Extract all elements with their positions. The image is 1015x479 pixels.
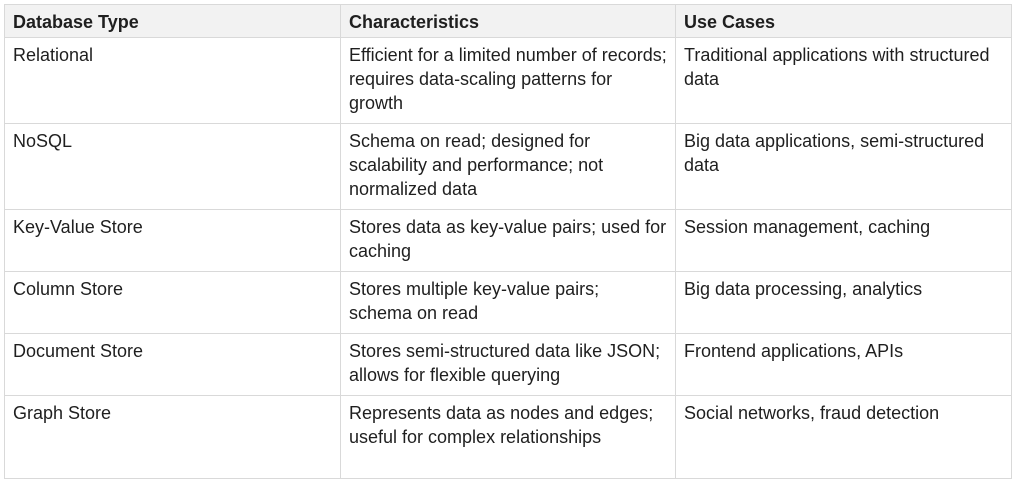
cell-use-cases: Social networks, fraud detection [675, 395, 1012, 479]
cell-characteristics: Stores semi-structured data like JSON; a… [340, 333, 676, 396]
cell-use-cases: Big data processing, analytics [675, 271, 1012, 334]
cell-database-type: Relational [4, 37, 341, 124]
table-row: NoSQL Schema on read; designed for scala… [4, 123, 1012, 210]
cell-characteristics: Efficient for a limited number of record… [340, 37, 676, 124]
cell-database-type: Key-Value Store [4, 209, 341, 272]
header-characteristics: Characteristics [340, 4, 676, 38]
database-types-table-container: Database Type Characteristics Use Cases … [4, 4, 1012, 479]
cell-use-cases: Traditional applications with structured… [675, 37, 1012, 124]
cell-characteristics: Schema on read; designed for scalability… [340, 123, 676, 210]
header-database-type: Database Type [4, 4, 341, 38]
table-header-row: Database Type Characteristics Use Cases [4, 4, 1012, 38]
cell-use-cases: Session management, caching [675, 209, 1012, 272]
cell-database-type: Document Store [4, 333, 341, 396]
database-types-table: Database Type Characteristics Use Cases … [4, 4, 1012, 479]
header-use-cases: Use Cases [675, 4, 1012, 38]
table-row: Relational Efficient for a limited numbe… [4, 37, 1012, 124]
table-row: Document Store Stores semi-structured da… [4, 333, 1012, 396]
table-row: Graph Store Represents data as nodes and… [4, 395, 1012, 479]
cell-use-cases: Frontend applications, APIs [675, 333, 1012, 396]
cell-use-cases: Big data applications, semi-structured d… [675, 123, 1012, 210]
table-row: Key-Value Store Stores data as key-value… [4, 209, 1012, 272]
cell-database-type: NoSQL [4, 123, 341, 210]
cell-database-type: Graph Store [4, 395, 341, 479]
table-row: Column Store Stores multiple key-value p… [4, 271, 1012, 334]
cell-characteristics: Represents data as nodes and edges; usef… [340, 395, 676, 479]
cell-database-type: Column Store [4, 271, 341, 334]
cell-characteristics: Stores multiple key-value pairs; schema … [340, 271, 676, 334]
cell-characteristics: Stores data as key-value pairs; used for… [340, 209, 676, 272]
